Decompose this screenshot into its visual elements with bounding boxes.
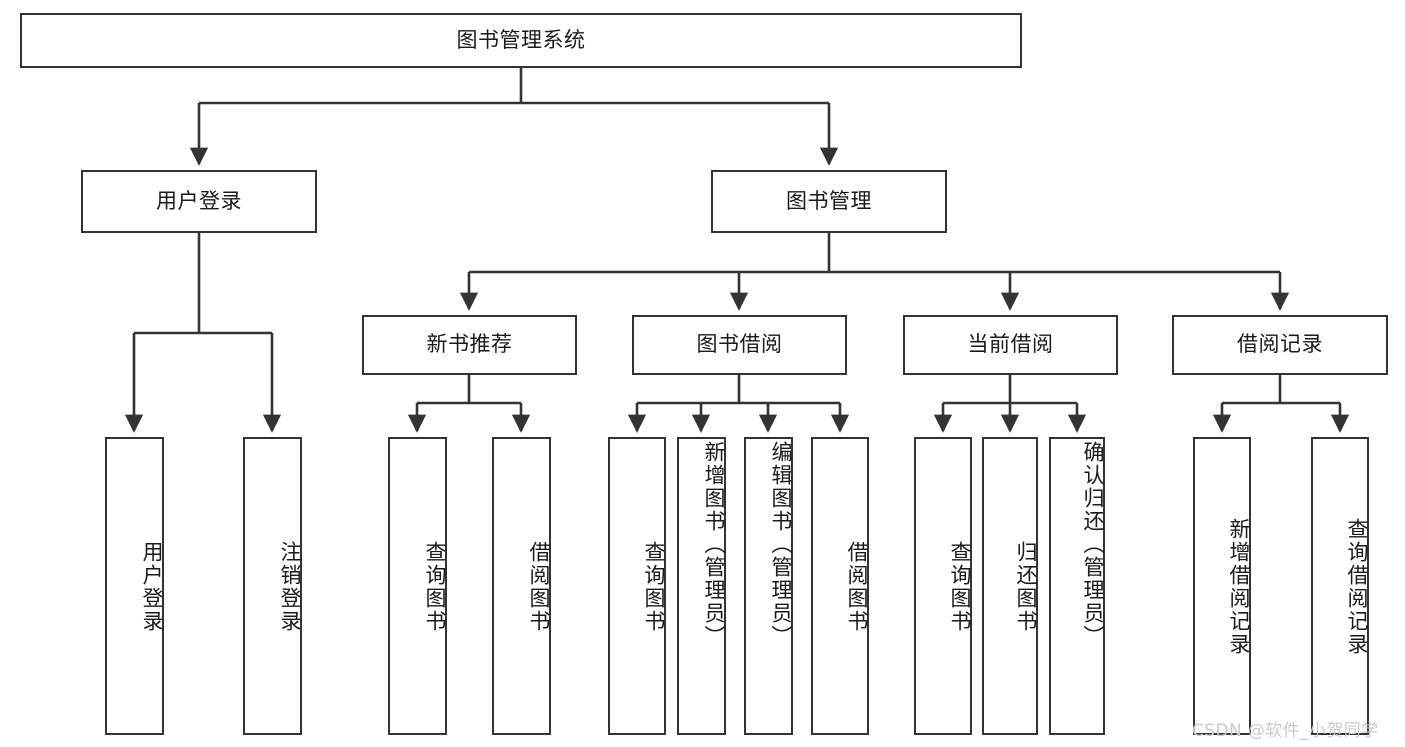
node-root-book-management-system[interactable]: 图书管理系统 bbox=[20, 13, 1022, 68]
leaf-query-book-recommendation[interactable]: 查询图书 bbox=[388, 437, 447, 735]
node-label: 查询图书 bbox=[948, 541, 972, 633]
node-label: 编辑图书（管理员） bbox=[769, 441, 793, 648]
node-label: 借阅图书 bbox=[527, 541, 551, 633]
node-label: 查询借阅记录 bbox=[1345, 518, 1369, 656]
leaf-query-book-borrowing[interactable]: 查询图书 bbox=[608, 437, 666, 735]
node-label: 借阅记录 bbox=[1237, 332, 1323, 357]
node-borrowing-records[interactable]: 借阅记录 bbox=[1172, 315, 1388, 375]
csdn-watermark: CSDN @软件_小贺同学 bbox=[1192, 721, 1379, 741]
node-label: 注销登录 bbox=[278, 541, 302, 633]
node-label: 图书借阅 bbox=[696, 332, 783, 357]
leaf-edit-book-admin[interactable]: 编辑图书（管理员） bbox=[744, 437, 793, 735]
node-book-borrowing[interactable]: 图书借阅 bbox=[632, 315, 847, 375]
leaf-user-login[interactable]: 用户登录 bbox=[105, 437, 164, 735]
leaf-query-book-current[interactable]: 查询图书 bbox=[914, 437, 972, 735]
node-label: 当前借阅 bbox=[967, 332, 1054, 357]
node-label: 图书管理系统 bbox=[456, 27, 586, 52]
node-book-management[interactable]: 图书管理 bbox=[711, 170, 947, 233]
node-label: 新增借阅记录 bbox=[1227, 518, 1251, 656]
node-label: 归还图书 bbox=[1014, 541, 1038, 633]
node-label: 图书管理 bbox=[786, 188, 872, 213]
leaf-borrow-book-recommendation[interactable]: 借阅图书 bbox=[492, 437, 551, 735]
leaf-return-book[interactable]: 归还图书 bbox=[982, 437, 1038, 735]
node-label: 新增图书（管理员） bbox=[702, 441, 726, 648]
leaf-borrow-book-borrowing[interactable]: 借阅图书 bbox=[811, 437, 869, 735]
node-label: 确认归还（管理员） bbox=[1081, 441, 1105, 648]
node-label: 查询图书 bbox=[423, 541, 447, 633]
node-label: 查询图书 bbox=[642, 541, 666, 633]
leaf-add-book-admin[interactable]: 新增图书（管理员） bbox=[677, 437, 726, 735]
leaf-confirm-return-admin[interactable]: 确认归还（管理员） bbox=[1049, 437, 1105, 735]
node-current-borrowing[interactable]: 当前借阅 bbox=[903, 315, 1118, 375]
node-label: 借阅图书 bbox=[845, 541, 869, 633]
leaf-query-borrow-record[interactable]: 查询借阅记录 bbox=[1311, 437, 1369, 735]
node-user-login[interactable]: 用户登录 bbox=[81, 170, 317, 233]
leaf-add-borrow-record[interactable]: 新增借阅记录 bbox=[1193, 437, 1251, 735]
node-label: 用户登录 bbox=[156, 188, 242, 213]
node-label: 用户登录 bbox=[140, 541, 164, 633]
node-new-book-recommendation[interactable]: 新书推荐 bbox=[362, 315, 577, 375]
node-label: 新书推荐 bbox=[426, 332, 513, 357]
leaf-logout[interactable]: 注销登录 bbox=[243, 437, 302, 735]
